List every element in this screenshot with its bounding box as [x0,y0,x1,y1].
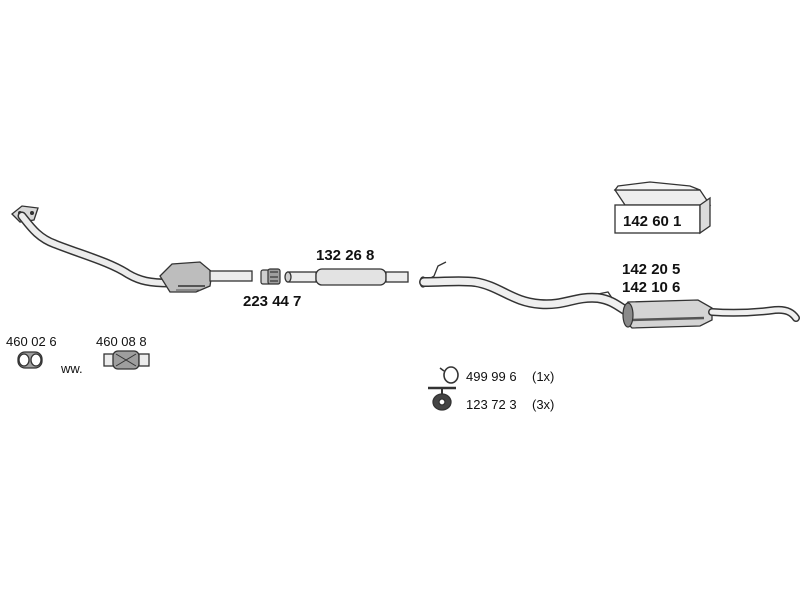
rear-pipe-with-muffler [419,261,800,329]
hanger-part-label: 123 72 3 [466,397,517,412]
hanger-quantity-label: (3x) [532,397,555,412]
center-pipe-label: 132 26 8 [316,247,375,264]
center-pipe-with-resonator [284,268,409,286]
rubber-hanger-icon [428,386,456,411]
clamp-label: 223 44 7 [243,293,302,310]
mounting-kit-box-icon [613,181,712,235]
clamp-icon [260,268,281,285]
gasket-b-label: 460 08 8 [96,334,147,349]
gasket-460026-icon [17,351,43,369]
ring-icon [439,366,459,384]
rear-muffler-label-a: 142 20 5 [622,261,681,278]
alternative-label: ww. [61,361,83,376]
gasket-a-label: 460 02 6 [6,334,57,349]
front-pipe-with-catalytic-converter [11,205,253,293]
mounting-kit-label: 142 60 1 [623,213,682,230]
ring-part-label: 499 99 6 [466,369,517,384]
ring-quantity-label: (1x) [532,369,555,384]
coupling-460088-icon [103,350,150,370]
rear-muffler-label-b: 142 10 6 [622,279,681,296]
